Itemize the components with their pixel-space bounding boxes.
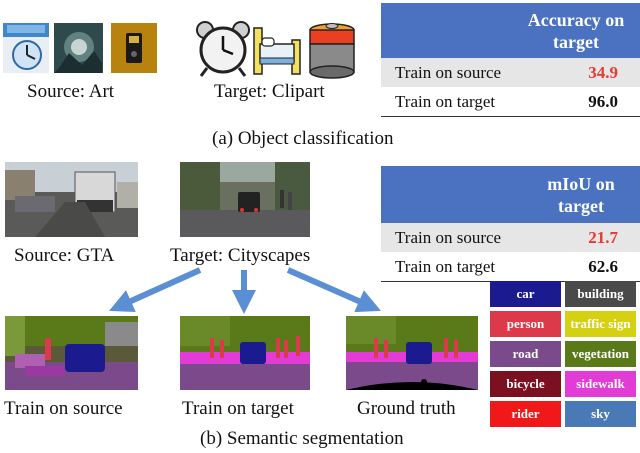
seg-train-target: [180, 316, 310, 390]
table-row: Train on target 62.6: [381, 252, 640, 282]
table-miou-header-text: mIoU on target: [547, 173, 615, 216]
legend-sidewalk: sidewalk: [565, 371, 636, 397]
arrow-left: [109, 267, 202, 313]
clipart-alarm-clock: [193, 20, 253, 78]
row-value: 62.6: [556, 252, 640, 282]
legend-rider: rider: [490, 401, 561, 427]
legend-vegetation: vegetation: [565, 341, 636, 367]
row-value: 96.0: [556, 87, 640, 117]
table-row: Train on target 96.0: [381, 87, 640, 117]
row-value: 21.7: [556, 223, 640, 252]
caption-train-target: Train on target: [182, 398, 294, 419]
seg-ground-truth: [346, 316, 478, 390]
art-image-2: [54, 23, 103, 73]
art-image-3: [111, 23, 157, 73]
caption-target-cityscapes: Target: Cityscapes: [170, 245, 311, 266]
arrows: [109, 267, 381, 314]
legend-sky: sky: [565, 401, 636, 427]
row-label: Train on target: [381, 87, 557, 117]
caption-train-source: Train on source: [4, 398, 123, 419]
caption-panel-a: (a) Object classification: [212, 128, 394, 149]
table-row: Train on source 21.7: [381, 223, 640, 252]
cityscapes-image: [180, 162, 310, 237]
table-miou: mIoU on target Train on source 21.7 Trai…: [381, 166, 640, 282]
row-value: 34.9: [556, 58, 640, 87]
row-label: Train on source: [381, 58, 557, 87]
art-image-1: [3, 23, 49, 73]
legend-car: car: [490, 281, 561, 307]
table-accuracy: Accuracy on target Train on source 34.9 …: [381, 3, 640, 117]
legend-person: person: [490, 311, 561, 337]
legend-road: road: [490, 341, 561, 367]
clipart-bed: [250, 22, 304, 78]
caption-panel-b: (b) Semantic segmentation: [200, 428, 404, 449]
table-accuracy-header: Accuracy on target: [381, 3, 640, 58]
arrow-right: [286, 267, 381, 313]
caption-source-gta: Source: GTA: [14, 245, 115, 266]
table-row: Train on source 34.9: [381, 58, 640, 87]
gta-image: [5, 162, 138, 237]
row-label: Train on source: [381, 223, 557, 252]
table-accuracy-header-text: Accuracy on target: [527, 9, 625, 52]
table-miou-header: mIoU on target: [381, 166, 640, 223]
clipart-battery: [304, 20, 360, 80]
legend-traffic-sign: traffic sign: [565, 311, 636, 337]
legend-bicycle: bicycle: [490, 371, 561, 397]
seg-train-source: [5, 316, 138, 390]
caption-target-clipart: Target: Clipart: [214, 81, 325, 102]
caption-ground-truth: Ground truth: [357, 398, 456, 419]
caption-source-art: Source: Art: [27, 81, 115, 102]
row-label: Train on target: [381, 252, 557, 282]
legend-building: building: [565, 281, 636, 307]
